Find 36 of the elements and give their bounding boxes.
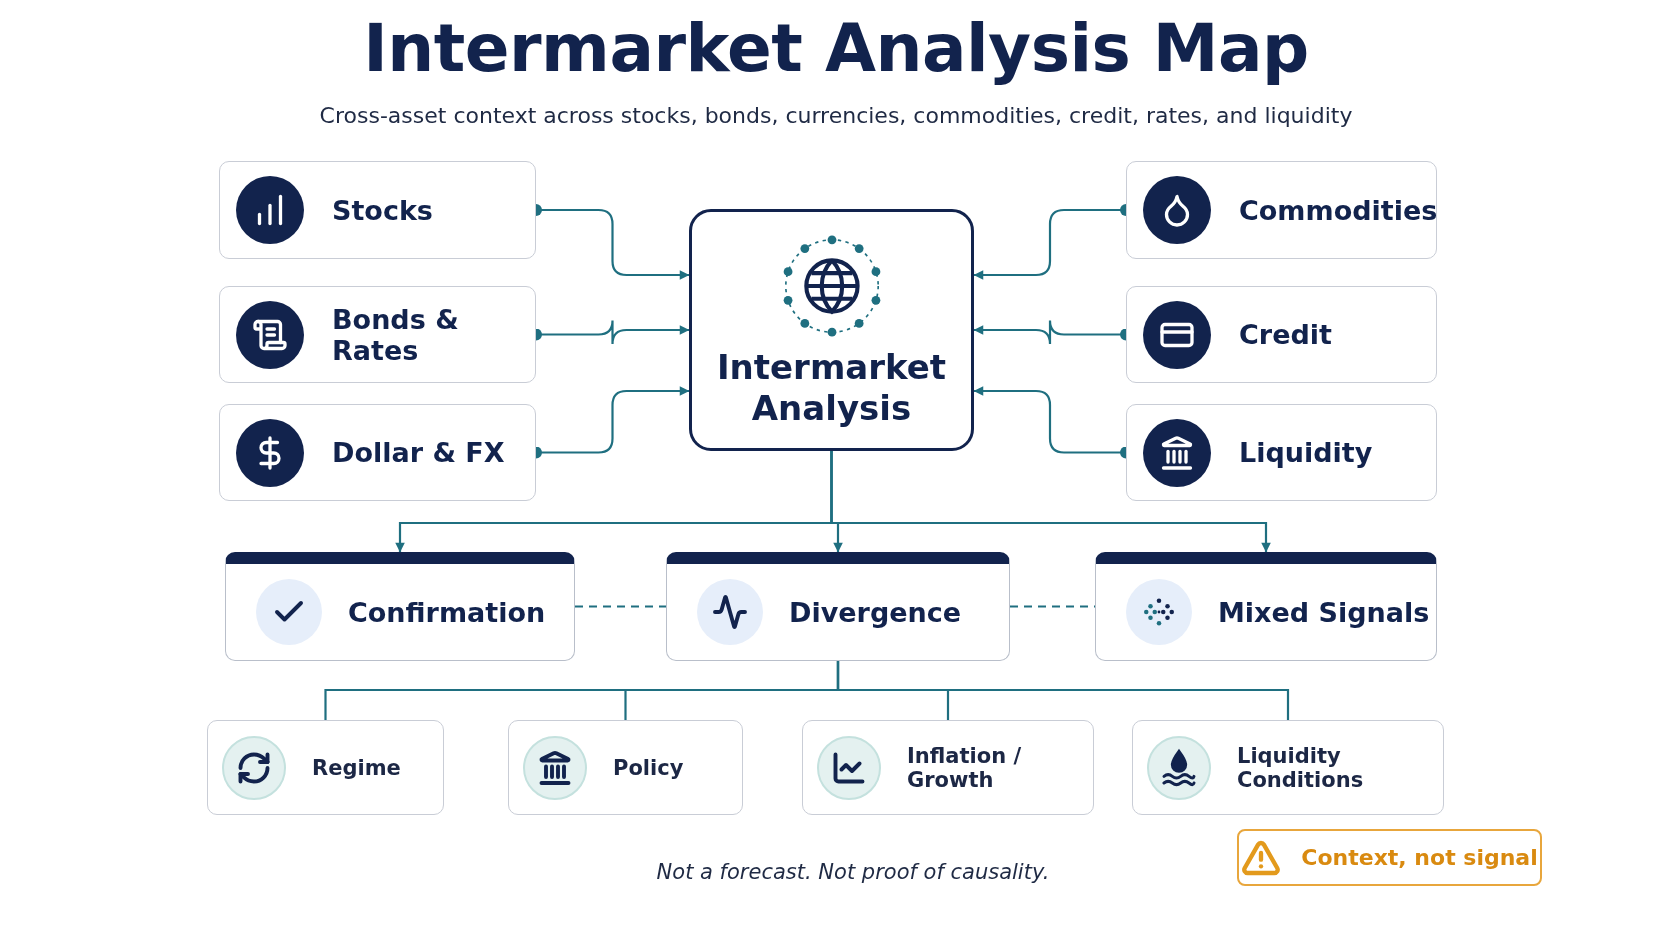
node-label: Commodities <box>1239 194 1438 226</box>
asset-box <box>219 161 536 259</box>
disclaimer-note: Not a forecast. Not proof of causality. <box>656 860 1050 884</box>
asset-box <box>1126 404 1437 501</box>
node-label: Dollar & FX <box>332 437 505 468</box>
node-label: Divergence <box>789 596 962 628</box>
asset-box <box>219 286 536 383</box>
driver-box <box>508 720 743 815</box>
driver-box <box>802 720 1094 815</box>
driver-box <box>1132 720 1444 815</box>
node-label: Policy <box>613 755 684 780</box>
title: Intermarket Analysis Map <box>362 10 1310 87</box>
dashed-connector <box>575 605 666 608</box>
node-label: Regime <box>312 755 401 780</box>
node-label: Intermarket Analysis <box>715 347 948 429</box>
node-label: Confirmation <box>348 596 546 628</box>
node-label: Inflation / Growth <box>907 743 1023 792</box>
outcome-box <box>666 552 1010 661</box>
node-label: Mixed Signals <box>1218 596 1430 628</box>
node-label: Credit <box>1239 319 1332 350</box>
driver-box <box>207 720 444 815</box>
node-label: Liquidity <box>1239 437 1373 468</box>
asset-box <box>219 404 536 501</box>
asset-box <box>1126 161 1437 259</box>
node-label: Stocks <box>332 194 433 226</box>
outcome-box <box>225 552 575 661</box>
node-label: Liquidity Conditions <box>1237 743 1365 792</box>
outcome-box <box>1095 552 1437 661</box>
node-label: Context, not signal <box>1301 845 1538 870</box>
connector-line <box>836 661 1290 720</box>
arrow <box>830 451 1271 553</box>
warning-box <box>1237 829 1542 886</box>
hub-box <box>689 209 974 451</box>
asset-box <box>1126 286 1437 383</box>
node-label: Bonds & Rates <box>332 303 460 366</box>
subtitle: Cross-asset context across stocks, bonds, currencies, commodities, credit, rates, and liquidity <box>319 103 1353 128</box>
